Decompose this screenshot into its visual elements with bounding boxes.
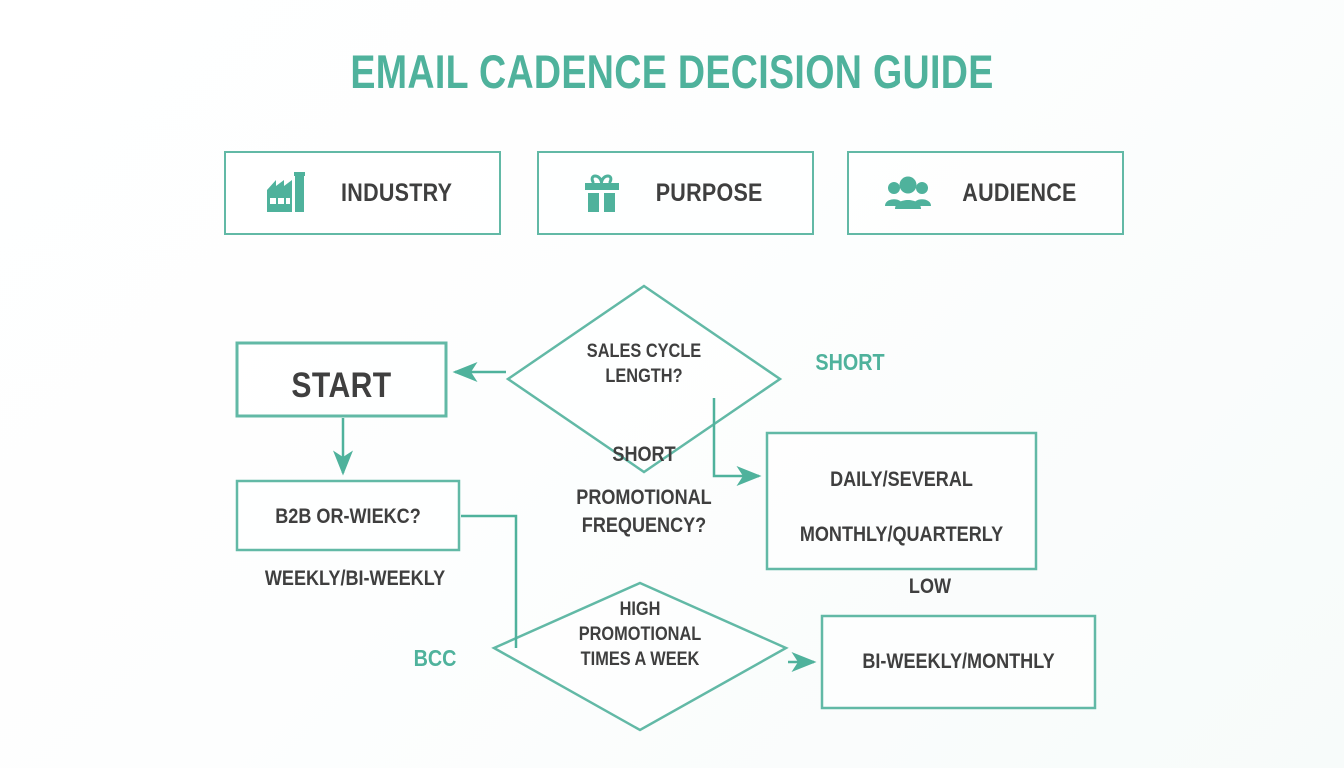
edge-sales-cycle-to-daily bbox=[712, 398, 762, 486]
edge-label-low: LOW bbox=[908, 575, 952, 598]
edge-label-weekly-bi-weekly: WEEKLY/BI-WEEKLY bbox=[264, 567, 446, 590]
edge-b2b-to-high-promotional bbox=[461, 514, 518, 648]
node-high-promotional[interactable] bbox=[491, 581, 789, 732]
node-start[interactable] bbox=[235, 341, 448, 418]
people-group-icon bbox=[885, 176, 932, 209]
edge-label-short-middle: SHORT bbox=[612, 443, 676, 466]
criteria-box-industry[interactable]: INDUSTRY bbox=[224, 151, 501, 235]
edge-label-short-right: SHORT bbox=[815, 349, 885, 375]
criteria-box-audience[interactable]: AUDIENCE bbox=[847, 151, 1124, 235]
page-title: EMAIL CADENCE DECISION GUIDE bbox=[350, 45, 994, 98]
gift-icon bbox=[585, 174, 620, 212]
edge-label-bcc: BCC bbox=[413, 645, 457, 671]
node-sales-cycle[interactable] bbox=[505, 284, 783, 474]
node-bi-weekly-monthly[interactable] bbox=[820, 614, 1097, 710]
criteria-label: AUDIENCE bbox=[962, 178, 1077, 207]
node-b2b[interactable] bbox=[235, 479, 461, 552]
node-daily-several[interactable] bbox=[765, 431, 1038, 571]
edge-label-promotional-frequency: PROMOTIONAL FREQUENCY? bbox=[576, 486, 712, 537]
factory-icon bbox=[266, 172, 305, 212]
criteria-label: PURPOSE bbox=[656, 178, 763, 207]
criteria-label: INDUSTRY bbox=[340, 178, 453, 207]
criteria-box-purpose[interactable]: PURPOSE bbox=[537, 151, 814, 235]
